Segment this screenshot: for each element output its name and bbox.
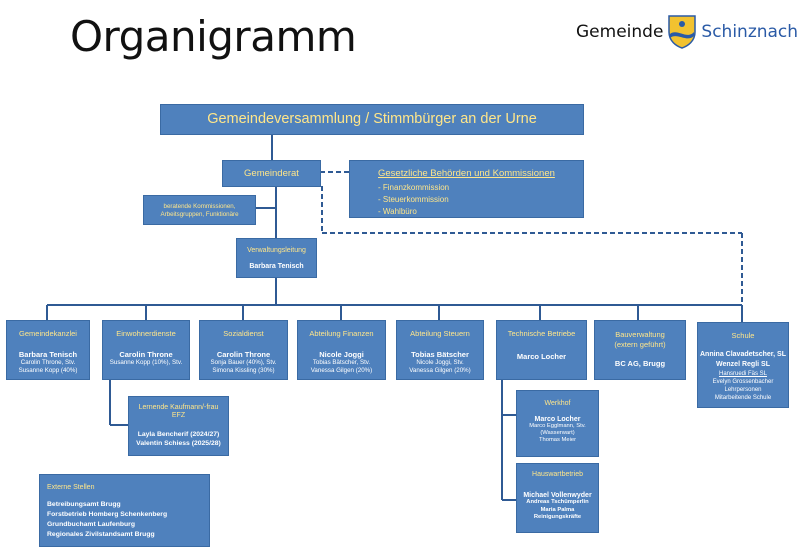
verwaltungsleitung-title: Verwaltungsleitung: [247, 247, 306, 254]
brand-gemeinde: Gemeinde: [576, 22, 664, 42]
externe-line: Regionales Zivilstandsamt Brugg: [47, 531, 155, 538]
werkhof-sub: Marco Egglmann, Stv.: [529, 423, 586, 429]
lernende-title: Lernende Kaufmann/-frau EFZ: [138, 404, 219, 419]
dept-box-einwohnerdienste: Einwohnerdienste Carolin Throne Susanne …: [102, 320, 190, 380]
hauswartbetrieb-box: Hauswartbetrieb Michael Vollenwyder Andr…: [516, 463, 599, 533]
beratend-line: beratende Kommissionen,: [163, 203, 236, 210]
lernende-line: Valentin Schiess (2025/28): [136, 440, 221, 447]
hauswartbetrieb-sub: Maria Palma: [540, 506, 575, 513]
beratend-box: beratende Kommissionen, Arbeitsgruppen, …: [143, 195, 256, 225]
behoerden-item: - Wahlbüro: [378, 207, 417, 216]
dept-box-finanzen: Abteilung Finanzen Nicole Joggi Tobias B…: [297, 320, 386, 380]
externe-line: Grundbuchamt Laufenburg: [47, 521, 135, 528]
page-title: Organigramm: [70, 12, 357, 61]
schule-line: Annina Clavadetscher, SL: [700, 351, 786, 358]
dept-sub: Simona Kissling (30%): [212, 367, 275, 374]
schule-line: Evelyn Grossenbacher: [712, 379, 774, 385]
dept-title: Einwohnerdienste: [116, 329, 176, 338]
externe-line: Forstbetrieb Homberg Schenkenberg: [47, 511, 168, 518]
dept-box-sozialdienst: Sozialdienst Carolin Throne Sonja Bauer …: [199, 320, 288, 380]
schule-box: Schule Annina Clavadetscher, SL Wenzel R…: [697, 322, 789, 408]
hauswartbetrieb-lead: Michael Vollenwyder: [523, 492, 592, 499]
dept-sub: Nicole Joggi, Stv.: [416, 359, 464, 366]
dept-lead: Marco Locher: [516, 352, 567, 361]
dept-lead: Barbara Tenisch: [18, 350, 78, 359]
dept-sub: Vanessa Gilgen (20%): [409, 367, 471, 374]
dept-box-gemeindekanzlei: Gemeindekanzlei Barbara Tenisch Carolin …: [6, 320, 90, 380]
schule-line: Hansruedi Fäs SL: [718, 371, 768, 377]
hauswartbetrieb-sub: Andreas Tschümperlin: [526, 499, 589, 505]
dept-title: Abteilung Finanzen: [309, 329, 374, 338]
dept-sub: Susanne Kopp (40%): [18, 367, 78, 374]
dept-lead: Nicole Joggi: [319, 350, 364, 359]
externe-stellen-box: Externe Stellen Betreibungsamt Brugg For…: [39, 474, 210, 547]
dept-lead: BC AG, Brugg: [614, 359, 666, 368]
behoerden-title: Gesetzliche Behörden und Kommissionen: [378, 168, 555, 179]
dept-box-bauverwaltung: Bauverwaltung (extern geführt) BC AG, Br…: [594, 320, 686, 380]
behoerden-box: Gesetzliche Behörden und Kommissionen - …: [349, 160, 584, 218]
hauswartbetrieb-sub: Reinigungskräfte: [533, 514, 582, 520]
gemeindeversammlung-box: Gemeindeversammlung / Stimmbürger an der…: [160, 104, 584, 135]
werkhof-sub: Thomas Meier: [538, 437, 577, 443]
gemeinderat-box: Gemeinderat: [222, 160, 321, 187]
werkhof-lead: Marco Locher: [534, 416, 581, 423]
dept-sub: Susanne Kopp (10%), Stv.: [109, 359, 183, 366]
dept-title: Technische Betriebe: [507, 329, 576, 338]
werkhof-box: Werkhof Marco Locher Marco Egglmann, Stv…: [516, 390, 599, 457]
dept-title: Sozialdienst: [223, 329, 264, 338]
schule-title: Schule: [731, 331, 755, 340]
dept-box-steuern: Abteilung Steuern Tobias Bätscher Nicole…: [396, 320, 484, 380]
schule-line: Lehrpersonen: [724, 387, 762, 393]
dept-lead: Carolin Throne: [119, 350, 173, 359]
dept-box-technische-betriebe: Technische Betriebe Marco Locher: [496, 320, 587, 380]
schule-line: Wenzel Regli SL: [716, 361, 770, 368]
behoerden-item: - Finanzkommission: [378, 183, 450, 192]
verwaltungsleitung-box: Verwaltungsleitung Barbara Tenisch: [236, 238, 317, 278]
brand-name: Schinznach: [701, 22, 799, 42]
beratend-line: Arbeitsgruppen, Funktionäre: [160, 211, 239, 218]
werkhof-sub: (Wasserwart): [540, 430, 575, 436]
dept-title: Abteilung Steuern: [410, 329, 470, 338]
dept-sub: Sonja Bauer (40%), Stv.: [210, 359, 277, 366]
gemeindeversammlung-label: Gemeindeversammlung / Stimmbürger an der…: [207, 111, 537, 127]
dept-title: Bauverwaltung (extern geführt): [614, 330, 666, 349]
gemeinderat-label: Gemeinderat: [244, 168, 299, 179]
dept-sub: Vanessa Gilgen (20%): [310, 367, 373, 374]
lernende-box: Lernende Kaufmann/-frau EFZ Layla Benche…: [128, 396, 229, 456]
behoerden-item: - Steuerkommission: [378, 195, 449, 204]
dept-sub: Carolin Throne, Stv.: [20, 359, 76, 366]
externe-line: Betreibungsamt Brugg: [47, 501, 121, 508]
externe-title: Externe Stellen: [47, 484, 95, 491]
dept-lead: Carolin Throne: [216, 350, 271, 359]
lernende-line: Layla Bencherif (2024/27): [137, 431, 220, 438]
dept-title: Gemeindekanzlei: [19, 329, 77, 338]
hauswartbetrieb-title: Hauswartbetrieb: [532, 471, 583, 478]
verwaltungsleitung-name: Barbara Tenisch: [249, 263, 304, 270]
dept-lead: Tobias Bätscher: [411, 350, 469, 359]
werkhof-title: Werkhof: [544, 400, 571, 407]
brand: Gemeinde Schinznach: [576, 14, 798, 50]
dept-sub: Tobias Bätscher, Stv.: [312, 359, 371, 366]
coat-of-arms-icon: [668, 15, 697, 49]
schule-line: Mitarbeitende Schule: [714, 395, 772, 401]
